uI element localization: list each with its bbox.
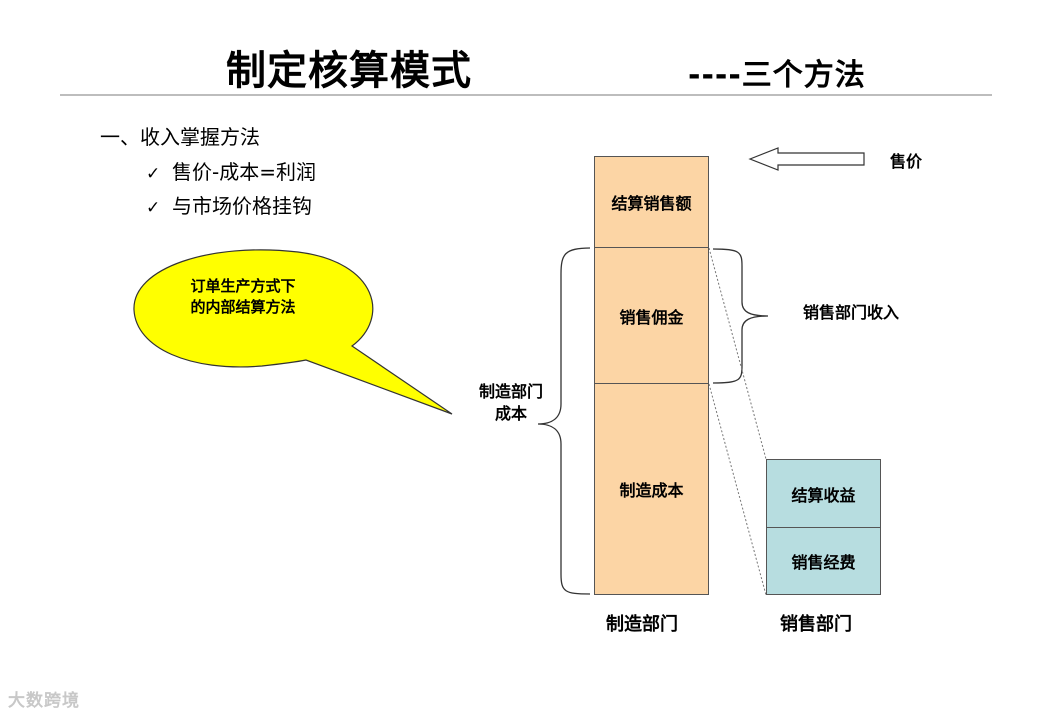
mfg-dept-cost-line: 制造部门 bbox=[478, 382, 543, 401]
check-icon: ✓ bbox=[146, 198, 161, 218]
callout-bubble bbox=[133, 249, 453, 415]
mfg-dept-cost-label: 制造部门 成本 bbox=[466, 381, 556, 425]
bullet-text: 与市场价格挂钩 bbox=[172, 194, 312, 218]
callout-text: 订单生产方式下 的内部结算方法 bbox=[178, 276, 308, 318]
page-title: 制定核算模式 bbox=[226, 48, 472, 94]
block-settlement-sales: 结算销售额 bbox=[594, 156, 709, 248]
section-heading: 一、收入掌握方法 bbox=[100, 125, 260, 149]
check-icon: ✓ bbox=[146, 164, 161, 184]
block-settlement-income: 结算收益 bbox=[766, 459, 881, 528]
price-arrow bbox=[748, 147, 865, 171]
price-label: 售价 bbox=[890, 152, 923, 171]
mfg-dept-cost-line: 成本 bbox=[494, 404, 527, 423]
projection-line bbox=[708, 383, 767, 596]
watermark-logo: 大数跨境 bbox=[8, 691, 80, 711]
callout-line: 的内部结算方法 bbox=[190, 298, 296, 316]
block-sales-expense: 销售经费 bbox=[766, 527, 881, 595]
manufacturing-dept-label: 制造部门 bbox=[606, 614, 678, 635]
bullet-item: ✓ 与市场价格挂钩 bbox=[146, 190, 312, 219]
bullet-item: ✓ 售价-成本=利润 bbox=[146, 156, 316, 185]
title-divider bbox=[60, 94, 992, 96]
sales-dept-label: 销售部门 bbox=[780, 614, 852, 635]
page-subtitle: ----三个方法 bbox=[688, 58, 866, 93]
sales-income-brace bbox=[712, 248, 769, 384]
block-manufacturing-cost: 制造成本 bbox=[594, 383, 709, 595]
mfg-cost-brace bbox=[537, 247, 591, 595]
sales-income-label: 销售部门收入 bbox=[803, 303, 900, 322]
callout-line: 订单生产方式下 bbox=[190, 277, 296, 295]
bullet-text: 售价-成本=利润 bbox=[172, 160, 316, 184]
projection-line bbox=[708, 247, 767, 460]
block-sales-commission: 销售佣金 bbox=[594, 247, 709, 384]
